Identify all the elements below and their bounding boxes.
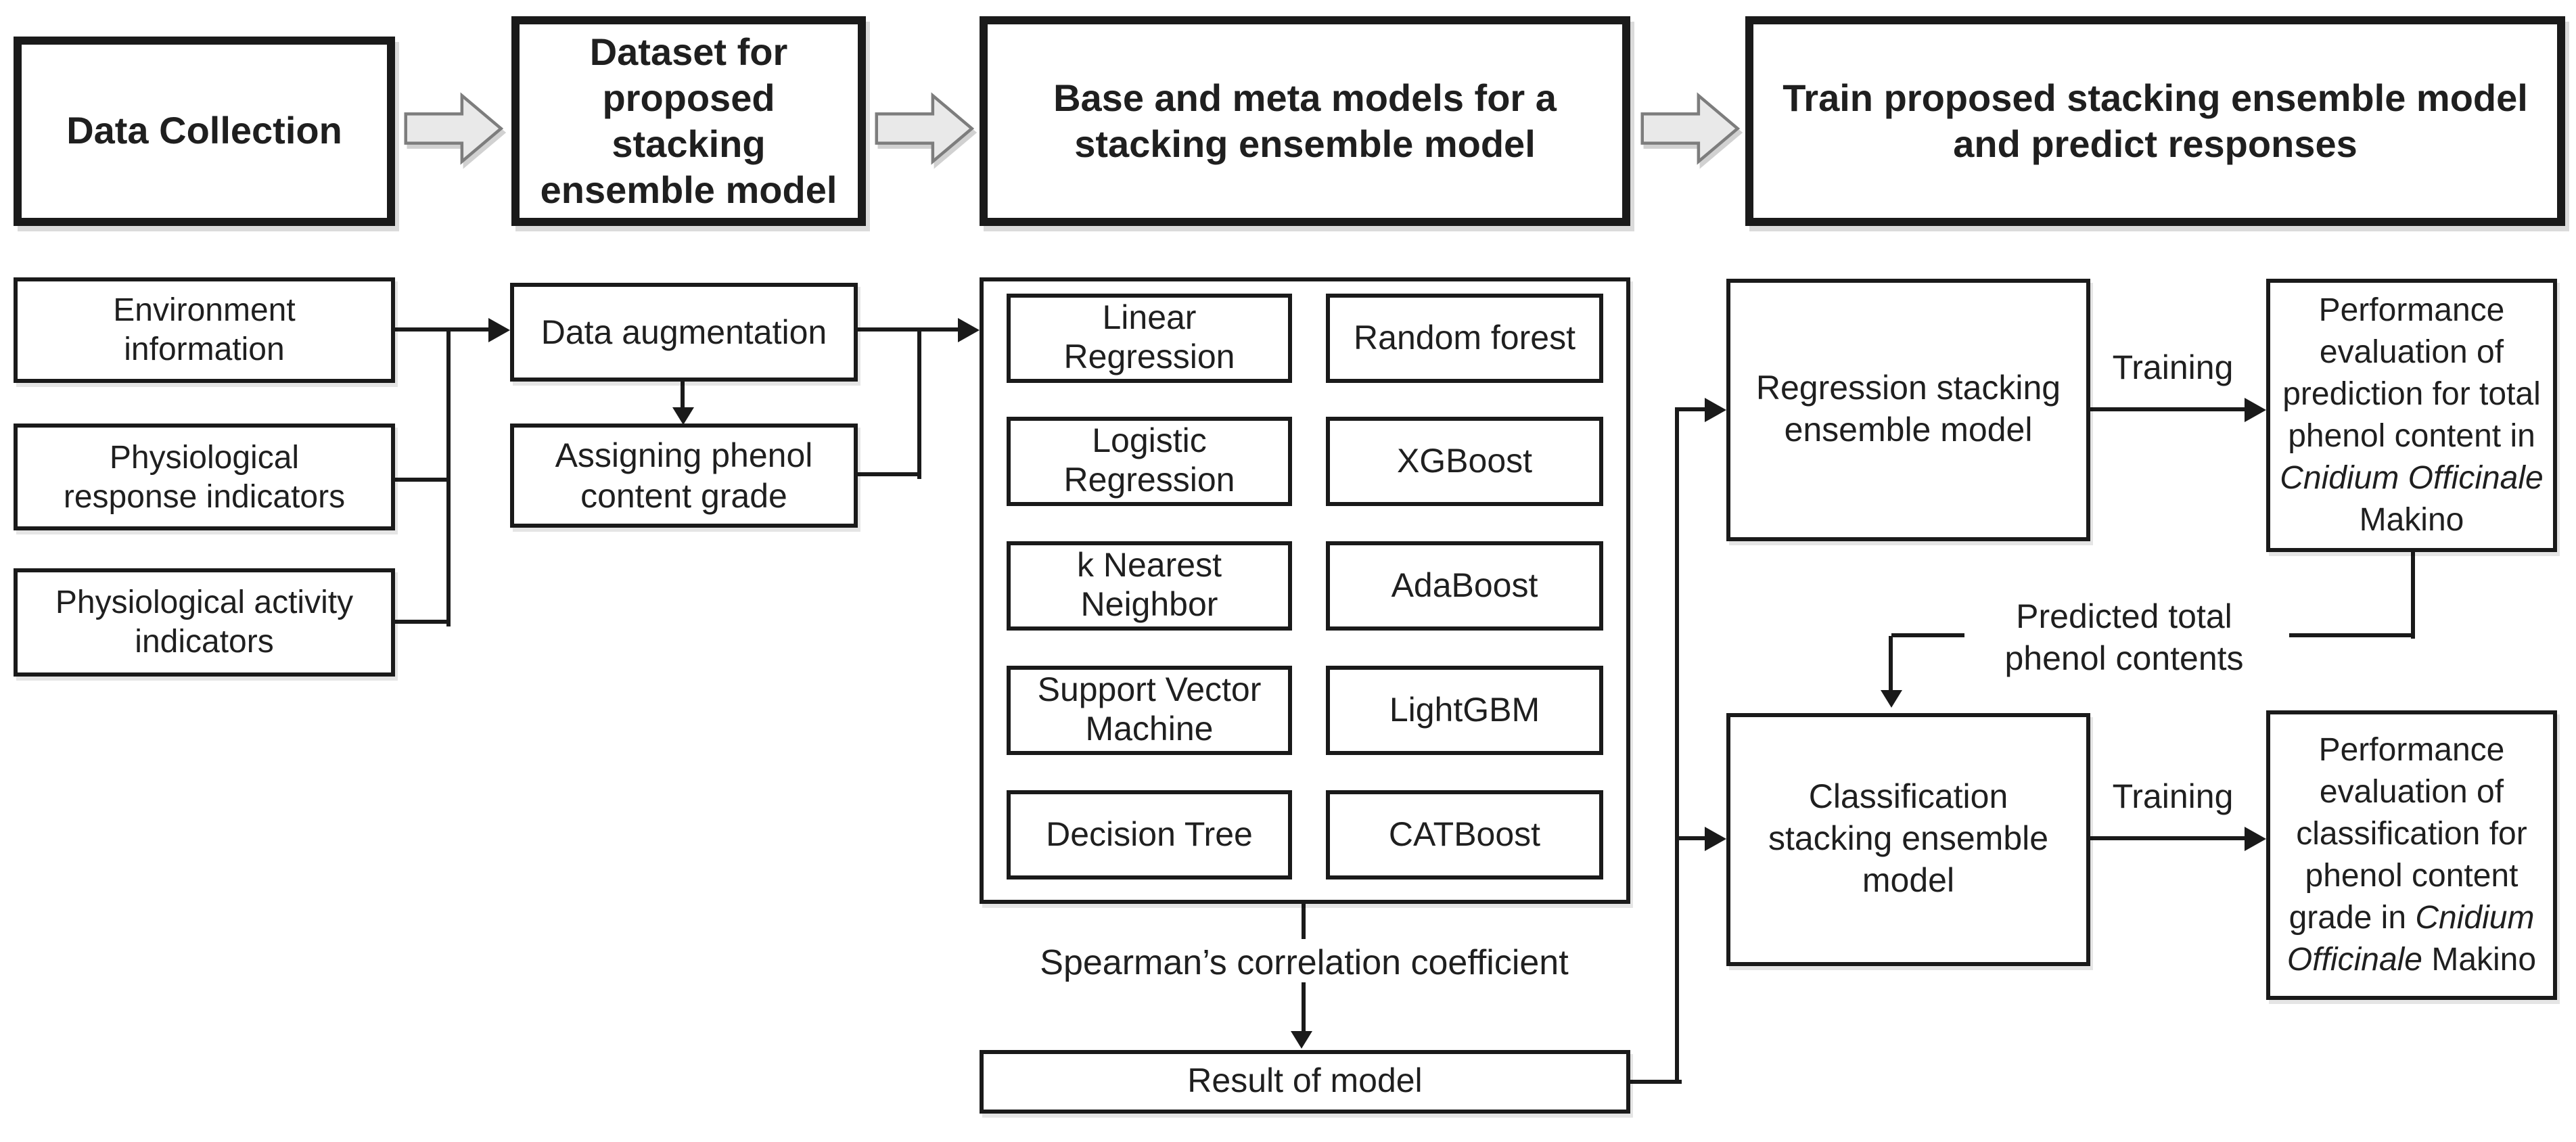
connector-line xyxy=(2289,633,2414,637)
arrowhead-right-icon xyxy=(488,318,510,342)
spearman-correlation-label: Spearman’s correlation coefficient xyxy=(1040,941,1569,982)
connector-line xyxy=(1891,633,1964,637)
stage-box-data-collection: Data Collection xyxy=(14,37,395,226)
connector-line xyxy=(1675,836,1707,840)
performance-classification-box: Performance evaluation of classification… xyxy=(2286,732,2537,978)
connector-line xyxy=(1675,407,1707,411)
base-model-box-support-vector-machine: Support Vector Machine xyxy=(1007,666,1292,755)
data-source-box-physiological-activity: Physiological activity indicators xyxy=(14,568,395,677)
meta-model-box-lightgbm: LightGBM xyxy=(1326,666,1603,755)
training-label-top: Training xyxy=(2112,348,2234,386)
connector-line xyxy=(395,478,451,482)
data-source-box-physiological-response: Physiological response indicators xyxy=(14,424,395,530)
connector-line xyxy=(2411,552,2415,639)
meta-model-box-catboost: CATBoost xyxy=(1326,790,1603,880)
connector-line xyxy=(2090,836,2247,840)
performance-regression-box: Performance evaluation of prediction for… xyxy=(2280,292,2544,539)
connector-line xyxy=(1630,1080,1682,1084)
arrowhead-right-icon xyxy=(2245,398,2266,422)
connector-line xyxy=(1302,904,1306,939)
arrowhead-down-icon xyxy=(672,407,694,425)
connector-line xyxy=(395,327,488,332)
dataset-step-box-assigning-grade: Assigning phenol content grade xyxy=(510,424,858,528)
base-model-box-linear-regression: Linear Regression xyxy=(1007,294,1292,383)
meta-model-box-xgboost: XGBoost xyxy=(1326,417,1603,506)
base-model-box-decision-tree: Decision Tree xyxy=(1007,790,1292,880)
block-arrow-icon xyxy=(1640,91,1743,166)
connector-line xyxy=(2090,407,2247,411)
connector-line xyxy=(1675,407,1679,1084)
classification-stacking-model-box: Classification stacking ensemble model xyxy=(1726,713,2090,966)
block-arrow-icon xyxy=(403,91,506,166)
base-model-box-logistic-regression: Logistic Regression xyxy=(1007,417,1292,506)
base-model-box-k-nearest-neighbor: k Nearest Neighbor xyxy=(1007,541,1292,631)
connector-line xyxy=(858,327,961,332)
connector-line xyxy=(1889,636,1893,693)
connector-line xyxy=(395,620,451,624)
connector-line xyxy=(858,472,921,476)
connector-line xyxy=(446,327,451,626)
stage-box-base-meta-models: Base and meta models for a stacking ense… xyxy=(980,16,1630,226)
data-source-box-environment: Environment information xyxy=(14,277,395,383)
connector-line xyxy=(917,327,921,479)
arrowhead-right-icon xyxy=(1705,398,1726,422)
dataset-step-box-data-augmentation: Data augmentation xyxy=(510,283,858,382)
predicted-total-phenol-label: Predicted total phenol contents xyxy=(2004,598,2244,678)
meta-model-box-adaboost: AdaBoost xyxy=(1326,541,1603,631)
connector-line xyxy=(681,382,685,410)
arrowhead-right-icon xyxy=(2245,827,2266,851)
stage-box-dataset: Dataset for proposed stacking ensemble m… xyxy=(511,16,866,226)
stage-box-train-predict: Train proposed stacking ensemble model a… xyxy=(1745,16,2565,226)
arrowhead-down-icon xyxy=(1881,690,1902,708)
regression-stacking-model-box: Regression stacking ensemble model xyxy=(1726,279,2090,541)
arrowhead-down-icon xyxy=(1291,1031,1312,1049)
connector-line xyxy=(1302,982,1306,1034)
arrowhead-right-icon xyxy=(1705,827,1726,851)
arrowhead-right-icon xyxy=(958,318,980,342)
result-of-model-box: Result of model xyxy=(980,1050,1630,1114)
block-arrow-icon xyxy=(874,91,977,166)
training-label-bottom: Training xyxy=(2112,777,2234,815)
meta-model-box-random-forest: Random forest xyxy=(1326,294,1603,383)
